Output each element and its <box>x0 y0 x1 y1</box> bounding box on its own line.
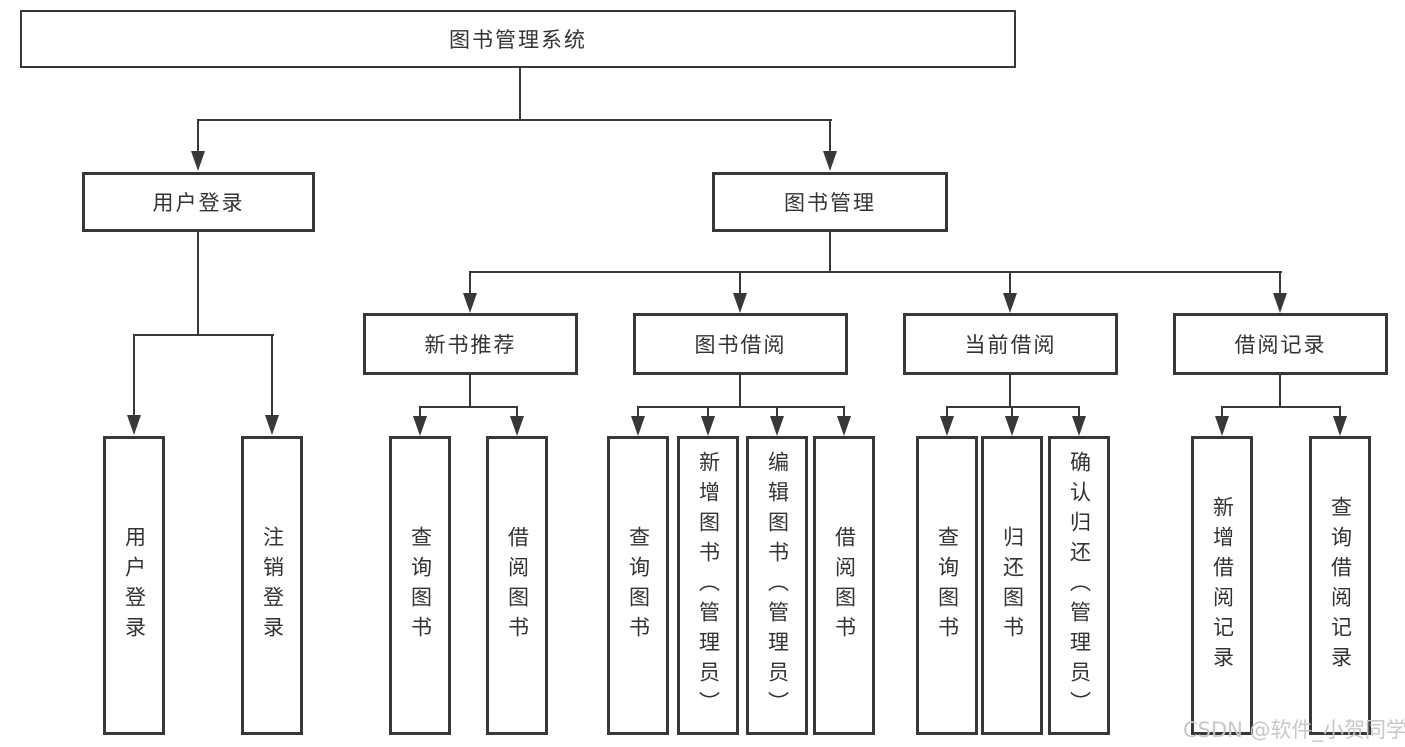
node-label: 编辑图书（管理员） <box>765 450 790 721</box>
connector-line <box>133 334 135 416</box>
arrowhead-down-icon <box>837 416 851 436</box>
leaf-confirm-return-admin: 确认归还（管理员） <box>1048 436 1110 735</box>
arrowhead-down-icon <box>1273 293 1287 313</box>
arrowhead-down-icon <box>770 416 784 436</box>
node-label: 用户登录 <box>152 191 245 215</box>
connector-line <box>707 406 709 416</box>
leaf-query-books-1: 查询图书 <box>389 436 451 735</box>
arrowhead-down-icon <box>823 151 837 171</box>
arrowhead-down-icon <box>1333 416 1347 436</box>
leaf-logout: 注销登录 <box>241 436 303 735</box>
connector-line <box>271 334 273 416</box>
connector-line <box>469 373 471 408</box>
node-label: 确认归还（管理员） <box>1067 450 1092 721</box>
node-label: 图书借阅 <box>694 333 787 357</box>
node-label: 当前借阅 <box>964 333 1057 357</box>
arrowhead-down-icon <box>413 416 427 436</box>
arrowhead-down-icon <box>1003 293 1017 313</box>
node-book-management: 图书管理 <box>712 172 948 232</box>
connector-line <box>637 406 845 408</box>
node-label: 图书管理 <box>784 191 876 215</box>
connector-line <box>1339 406 1341 416</box>
connector-line <box>197 119 199 153</box>
connector-line <box>469 271 1282 273</box>
node-label: 用户登录 <box>122 525 147 646</box>
connector-line <box>946 406 948 416</box>
leaf-add-borrow-record: 新增借阅记录 <box>1191 436 1253 735</box>
connector-line <box>516 406 518 416</box>
connector-line <box>1279 373 1281 408</box>
connector-line <box>519 66 521 121</box>
connector-line <box>1279 271 1281 295</box>
leaf-add-books-admin: 新增图书（管理员） <box>677 436 739 735</box>
leaf-query-books-2: 查询图书 <box>607 436 669 735</box>
connector-line <box>1011 406 1013 416</box>
node-label: 新增图书（管理员） <box>696 450 721 721</box>
connector-line <box>469 271 471 295</box>
node-label: 借阅图书 <box>832 525 857 646</box>
arrowhead-down-icon <box>127 415 141 435</box>
node-label: 新书推荐 <box>424 333 517 357</box>
node-label: 查询图书 <box>408 525 433 646</box>
connector-line <box>197 230 199 336</box>
node-user-login: 用户登录 <box>82 172 315 232</box>
node-label: 查询图书 <box>935 525 960 646</box>
arrowhead-down-icon <box>510 416 524 436</box>
node-book-borrowing: 图书借阅 <box>633 313 848 375</box>
leaf-return-books: 归还图书 <box>981 436 1043 735</box>
watermark: CSDN @软件_小贺同学 <box>1183 718 1405 742</box>
leaf-query-borrow-record: 查询借阅记录 <box>1309 436 1371 735</box>
connector-line <box>739 373 741 408</box>
connector-line <box>1009 271 1011 295</box>
leaf-borrow-books-1: 借阅图书 <box>486 436 548 735</box>
node-label: 查询图书 <box>626 525 651 646</box>
leaf-user-login: 用户登录 <box>103 436 165 735</box>
arrowhead-down-icon <box>191 151 205 171</box>
connector-line <box>133 334 274 336</box>
connector-line <box>1009 373 1011 408</box>
connector-line <box>829 230 831 273</box>
connector-line <box>829 119 831 153</box>
connector-line <box>776 406 778 416</box>
connector-line <box>197 119 832 121</box>
node-label: 借阅图书 <box>505 525 530 646</box>
node-label: 新增借阅记录 <box>1210 495 1235 676</box>
node-label: 借阅记录 <box>1234 333 1327 357</box>
arrowhead-down-icon <box>940 416 954 436</box>
connector-line <box>843 406 845 416</box>
connector-line <box>419 406 518 408</box>
node-borrow-records: 借阅记录 <box>1173 313 1388 375</box>
node-label: 归还图书 <box>1000 525 1025 646</box>
connector-line <box>1078 406 1080 416</box>
connector-line <box>946 406 1080 408</box>
leaf-query-books-3: 查询图书 <box>916 436 978 735</box>
node-label: 注销登录 <box>260 525 285 646</box>
connector-line <box>419 406 421 416</box>
connector-line <box>1221 406 1223 416</box>
node-label: 查询借阅记录 <box>1328 495 1353 676</box>
connector-line <box>637 406 639 416</box>
arrowhead-down-icon <box>1215 416 1229 436</box>
arrowhead-down-icon <box>701 416 715 436</box>
arrowhead-down-icon <box>265 415 279 435</box>
node-library-management-system: 图书管理系统 <box>20 10 1016 68</box>
node-label: 图书管理系统 <box>449 28 587 52</box>
node-current-borrowing: 当前借阅 <box>903 313 1118 375</box>
arrowhead-down-icon <box>733 293 747 313</box>
arrowhead-down-icon <box>631 416 645 436</box>
arrowhead-down-icon <box>1005 416 1019 436</box>
leaf-borrow-books-2: 借阅图书 <box>813 436 875 735</box>
connector-line <box>1221 406 1341 408</box>
connector-line <box>739 271 741 295</box>
leaf-edit-books-admin: 编辑图书（管理员） <box>746 436 808 735</box>
node-new-book-recommend: 新书推荐 <box>363 313 578 375</box>
arrowhead-down-icon <box>463 293 477 313</box>
arrowhead-down-icon <box>1072 416 1086 436</box>
